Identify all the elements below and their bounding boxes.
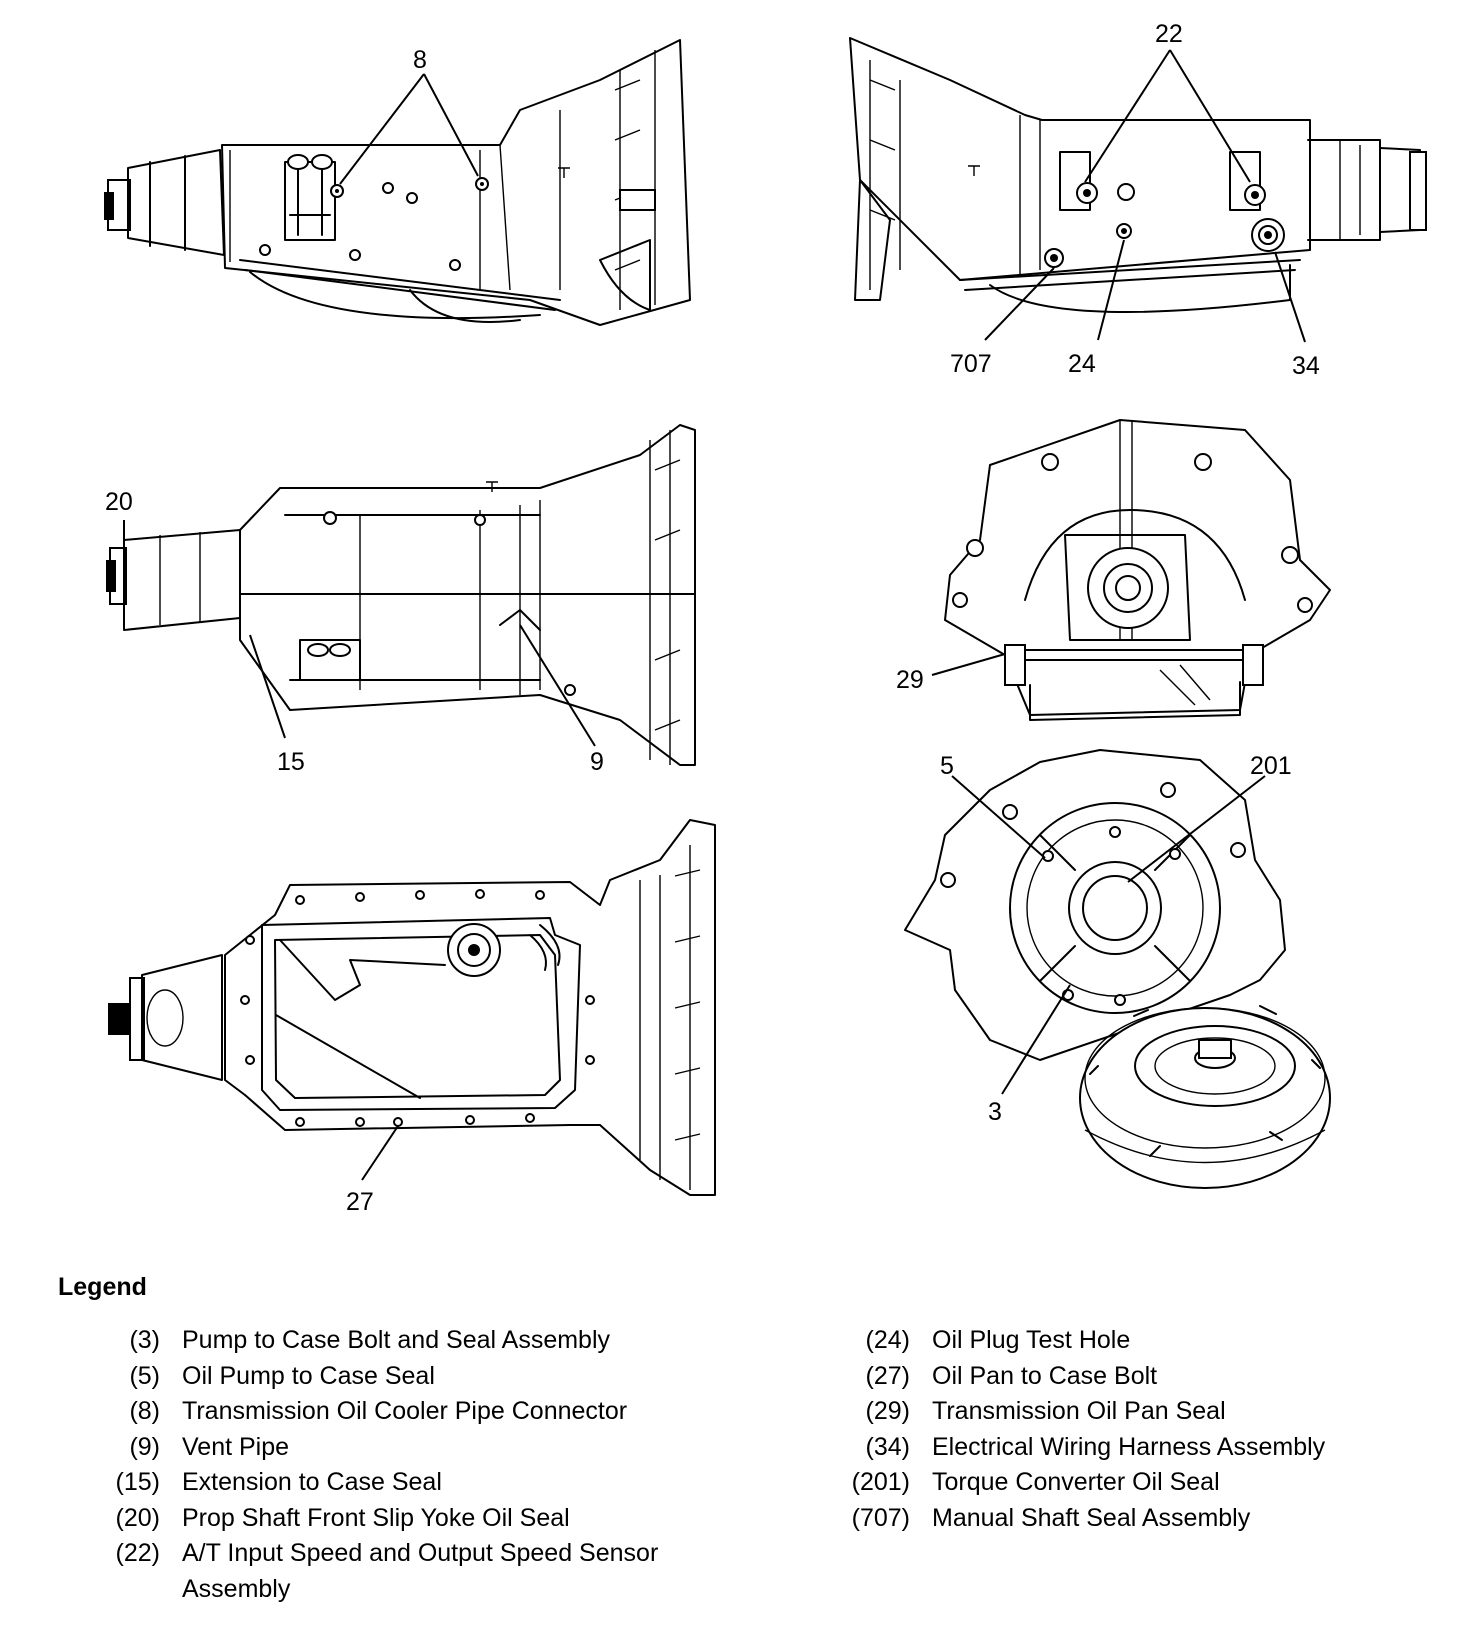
callout-201: 201 (1250, 752, 1292, 780)
legend-item: (20) Prop Shaft Front Slip Yoke Oil Seal (100, 1501, 742, 1537)
legend-item-text: Torque Converter Oil Seal (932, 1468, 1220, 1496)
legend-item-number: (15) (115, 1468, 160, 1496)
legend-item-text: A/T Input Speed and Output Speed Sensor … (182, 1539, 659, 1603)
legend-item-text: Extension to Case Seal (182, 1468, 442, 1496)
legend-item-text: Prop Shaft Front Slip Yoke Oil Seal (182, 1503, 570, 1532)
callout-29: 29 (896, 666, 924, 694)
legend-item-text: Pump to Case Bolt and Seal Assembly (182, 1326, 611, 1354)
legend-item: (707) Manual Shaft Seal Assembly (830, 1501, 1412, 1537)
view-bottom-oil-pan: 27 (108, 819, 716, 1216)
legend-item: (24) Oil Plug Test Hole (830, 1323, 1412, 1359)
view-front-bellhousing: 29 (896, 419, 1331, 721)
callout-8: 8 (413, 46, 427, 74)
legend-item-text: Transmission Oil Pan Seal (932, 1397, 1226, 1425)
callout-5: 5 (940, 752, 954, 780)
legend-item-number: (20) (115, 1503, 160, 1532)
legend-item: (15) Extension to Case Seal (100, 1465, 742, 1501)
legend-item-text: Oil Pan to Case Bolt (932, 1361, 1158, 1390)
legend-item: (29) Transmission Oil Pan Seal (830, 1394, 1412, 1430)
legend-item-text: Transmission Oil Cooler Pipe Connector (182, 1397, 628, 1425)
callout-15: 15 (277, 748, 305, 776)
legend-item-number: (5) (129, 1361, 160, 1390)
view-right-side: 22 707 24 34 (849, 20, 1427, 380)
legend-item-number: (24) (865, 1326, 910, 1354)
legend-item-number: (9) (129, 1432, 160, 1461)
callout-22: 22 (1155, 20, 1183, 48)
transmission-seal-locations-diagram: 8 22 707 24 34 (104, 20, 1427, 1216)
view-pump-converter: 5 201 3 (904, 749, 1331, 1189)
legend-left-column: (3) Pump to Case Bolt and Seal Assembly … (100, 1323, 742, 1607)
legend-item: (27) Oil Pan to Case Bolt (830, 1359, 1412, 1395)
legend-right-column: (24) Oil Plug Test Hole (27) Oil Pan to … (830, 1323, 1412, 1536)
callout-9: 9 (590, 748, 604, 776)
legend-item: (34) Electrical Wiring Harness Assembly (830, 1430, 1412, 1466)
callout-707: 707 (950, 350, 992, 378)
callout-27: 27 (346, 1188, 374, 1216)
legend-title: Legend (58, 1273, 147, 1301)
legend-item-text: Vent Pipe (182, 1432, 290, 1461)
legend-item: (9) Vent Pipe (100, 1430, 742, 1466)
legend-item: (201) Torque Converter Oil Seal (830, 1465, 1412, 1501)
legend-item-number: (22) (115, 1539, 160, 1567)
callout-24: 24 (1068, 350, 1096, 378)
legend-item-number: (707) (851, 1503, 910, 1532)
callout-34: 34 (1292, 352, 1320, 380)
legend-item-text: Manual Shaft Seal Assembly (932, 1503, 1251, 1532)
callout-20: 20 (105, 488, 133, 516)
legend-item: (3) Pump to Case Bolt and Seal Assembly (100, 1323, 742, 1359)
callout-3: 3 (988, 1098, 1002, 1126)
legend-item-text: Electrical Wiring Harness Assembly (932, 1432, 1326, 1461)
legend-item-text: Oil Pump to Case Seal (182, 1361, 435, 1390)
view-top: 20 15 9 (105, 424, 696, 776)
legend-item-number: (27) (865, 1361, 910, 1390)
legend-item-text: Oil Plug Test Hole (932, 1326, 1131, 1354)
legend-item: (5) Oil Pump to Case Seal (100, 1359, 742, 1395)
legend-item-number: (8) (129, 1397, 160, 1425)
legend-item-number: (3) (129, 1326, 160, 1354)
legend-item: (22) A/T Input Speed and Output Speed Se… (100, 1536, 742, 1607)
view-left-side: 8 (104, 39, 691, 326)
legend-item-number: (29) (865, 1397, 910, 1425)
legend-item-number: (201) (851, 1468, 910, 1496)
legend-item: (8) Transmission Oil Cooler Pipe Connect… (100, 1394, 742, 1430)
legend-item-number: (34) (865, 1432, 910, 1461)
